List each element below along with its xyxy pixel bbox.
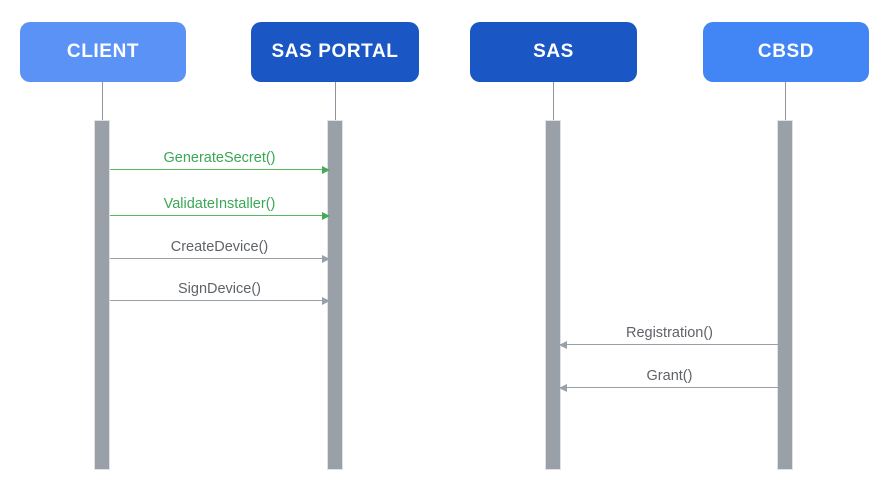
activation-bar-cbsd (777, 120, 793, 470)
participant-label-cbsd: CBSD (757, 41, 815, 62)
message-label: GenerateSecret() (163, 150, 276, 166)
message-line (110, 215, 329, 216)
message-label: Grant() (646, 368, 693, 384)
message-line (110, 258, 329, 259)
arrowhead-icon (322, 297, 330, 305)
activation-bar-sas-portal (327, 120, 343, 470)
participant-box-cbsd[interactable]: CBSD (703, 22, 869, 82)
message-generatesecret[interactable]: GenerateSecret() (110, 148, 330, 178)
message-label: SignDevice() (178, 281, 261, 297)
activation-bar-sas (545, 120, 561, 470)
message-label: CreateDevice() (170, 239, 269, 255)
arrowhead-icon (559, 341, 567, 349)
lifeline-sas-portal (335, 82, 336, 120)
message-registration[interactable]: Registration() (559, 323, 779, 353)
arrowhead-icon (322, 212, 330, 220)
arrowhead-icon (322, 166, 330, 174)
participant-label-client: CLIENT (66, 41, 140, 62)
arrowhead-icon (322, 255, 330, 263)
participant-box-sas[interactable]: SAS (470, 22, 637, 82)
participant-box-sas-portal[interactable]: SAS PORTAL (251, 22, 419, 82)
message-createdevice[interactable]: CreateDevice() (110, 237, 330, 267)
participant-label-sas: SAS (533, 41, 574, 62)
activation-bar-client (94, 120, 110, 470)
message-label: Registration() (625, 325, 714, 341)
lifeline-cbsd (785, 82, 786, 120)
message-grant[interactable]: Grant() (559, 366, 779, 396)
message-signdevice[interactable]: SignDevice() (110, 279, 330, 309)
lifeline-client (102, 82, 103, 120)
arrowhead-icon (559, 384, 567, 392)
message-line (560, 387, 779, 388)
message-line (110, 300, 329, 301)
participant-label-sas-portal: SAS PORTAL (271, 41, 399, 62)
message-line (560, 344, 779, 345)
message-validateinstaller[interactable]: ValidateInstaller() (110, 194, 330, 224)
participant-box-client[interactable]: CLIENT (20, 22, 186, 82)
message-line (110, 169, 329, 170)
message-label: ValidateInstaller() (163, 196, 276, 212)
lifeline-sas (553, 82, 554, 120)
